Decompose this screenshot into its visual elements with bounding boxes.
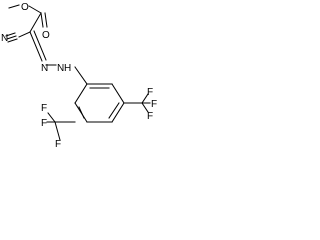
carbonyl-double-bond xyxy=(40,12,44,28)
atom-label-fluorine-upper-2: F xyxy=(151,99,157,110)
ring-bond-3 xyxy=(111,102,125,123)
page: { "molecule": { "atoms": { "methyl_group… xyxy=(0,0,158,160)
atom-label-carbonyl-oxygen: O xyxy=(42,30,50,41)
methyl-bond xyxy=(8,4,20,9)
ester-o-bond xyxy=(28,5,42,14)
atom-label-fluorine-lower-3: F xyxy=(55,139,61,150)
ester-alpha-bond xyxy=(29,12,42,33)
cyano-triple-3 xyxy=(5,32,16,37)
cyano-triple-1 xyxy=(6,35,17,40)
cf3-upper-f1-bond xyxy=(141,93,149,104)
c-n-double-bond xyxy=(29,31,43,62)
atom-label-fluorine-upper-1: F xyxy=(147,87,153,98)
cf3-upper-f3-bond xyxy=(141,102,149,113)
atom-label-azo-nitrogen: N xyxy=(41,63,48,74)
cyano-bond xyxy=(18,31,31,38)
ring-double-3 xyxy=(78,106,85,119)
atom-label-fluorine-lower-1: F xyxy=(41,103,47,114)
nh-aryl-bond xyxy=(74,66,88,85)
cyano-triple-2 xyxy=(7,38,18,43)
atom-label-nitrile-nitrogen: N xyxy=(1,33,8,44)
cf3-lower-f1-bond xyxy=(47,112,56,123)
atom-label-fluorine-lower-2: F xyxy=(41,118,47,129)
ring-bond-6 xyxy=(74,83,88,104)
atom-label-amine-hydrogen: H xyxy=(64,63,71,74)
ring-bond-2 xyxy=(111,83,125,104)
carbonyl-double-bond-2 xyxy=(44,12,48,28)
atom-label-fluorine-upper-3: F xyxy=(147,111,153,122)
c-n-double-bond-2 xyxy=(33,30,47,61)
atom-label-ester-oxygen: O xyxy=(21,2,29,13)
ring-double-2 xyxy=(108,102,120,119)
atom-label-amine-nitrogen: N xyxy=(57,63,64,74)
cf3-lower-f3-bond xyxy=(54,121,61,141)
chemical-structure-diagram: O O N N N H F F F F F F xyxy=(1,2,157,150)
